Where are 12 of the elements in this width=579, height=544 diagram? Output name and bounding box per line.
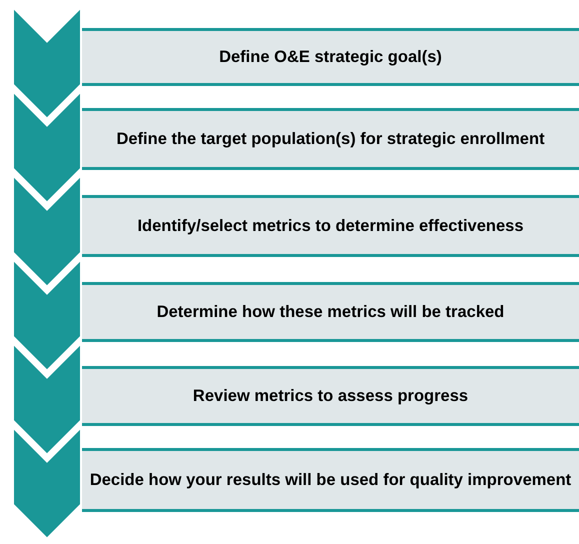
step-text: Review metrics to assess progress — [192, 386, 468, 406]
step-text: Define O&E strategic goal(s) — [219, 46, 442, 68]
step-box — [82, 366, 579, 426]
step-text: Identify/select metrics to determine effectiveness — [137, 216, 524, 236]
step-text: Decide how your results will be used for quality improvement — [90, 470, 572, 490]
step-box — [82, 282, 579, 342]
step-box — [82, 448, 579, 512]
step-text: Determine how these metrics will be tracked — [156, 302, 504, 322]
step-box — [82, 28, 579, 86]
step-box — [82, 108, 579, 170]
step-text: Define the target population(s) for strategic enrollment — [116, 128, 545, 150]
step-box — [82, 195, 579, 257]
